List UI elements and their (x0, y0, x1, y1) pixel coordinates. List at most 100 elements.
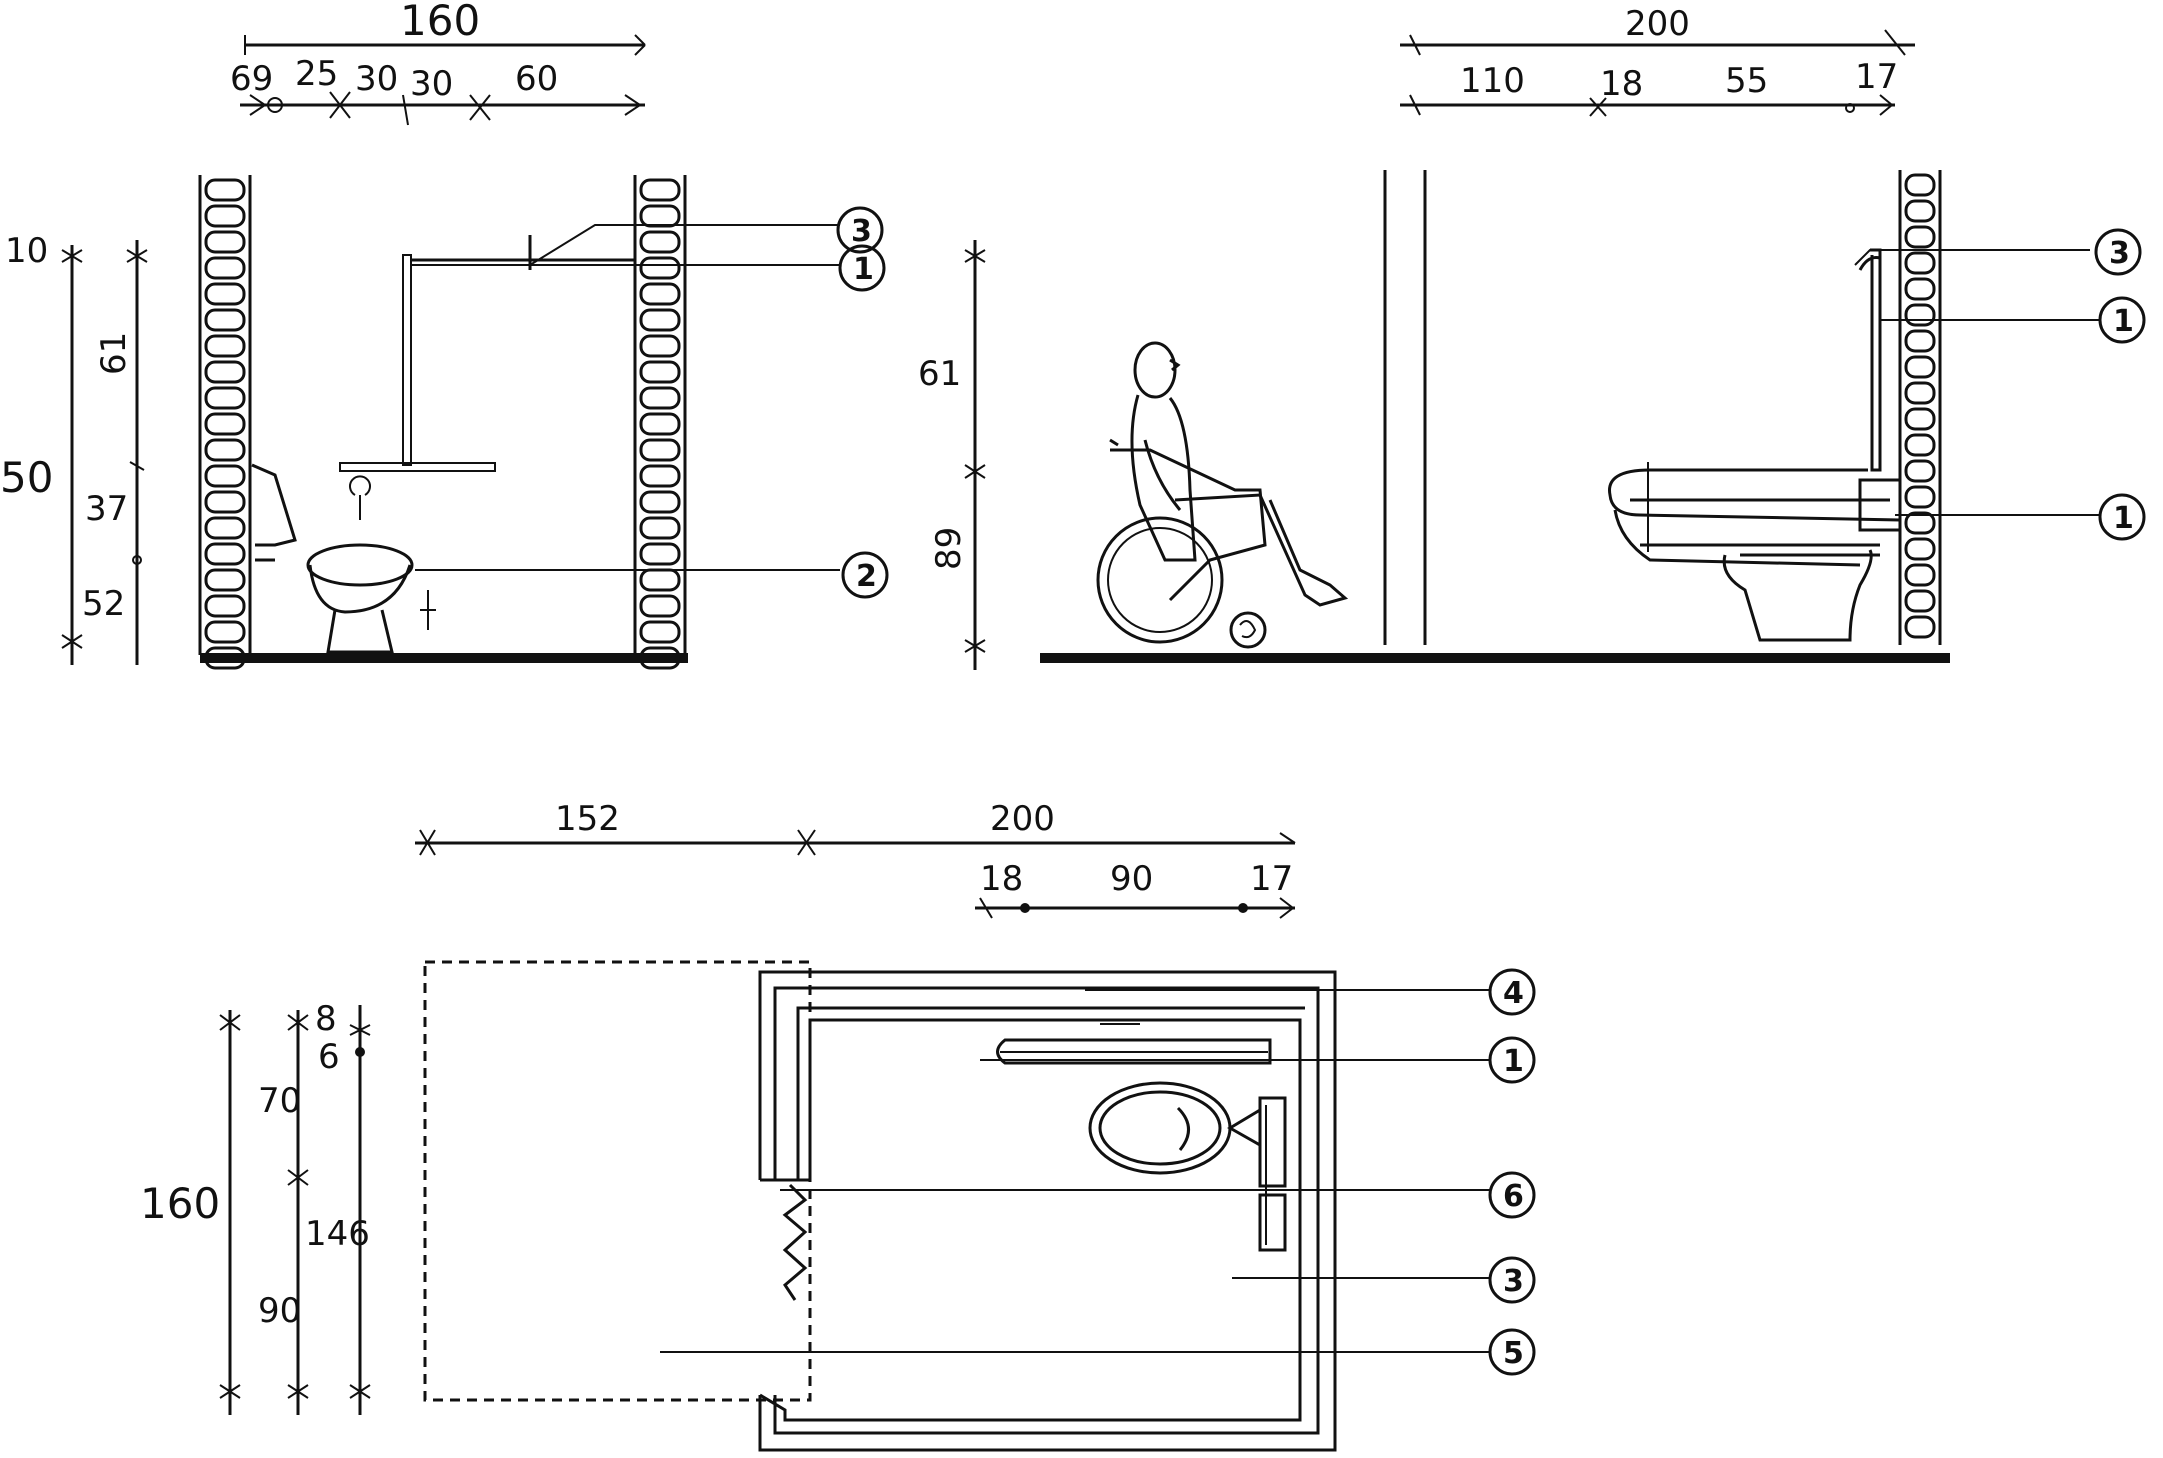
brick (639, 490, 681, 514)
dim-plan-left: 152 (555, 799, 620, 839)
dim-front-upper: 61 (918, 354, 961, 394)
brick (639, 464, 681, 488)
wheelchair-user (1096, 341, 1349, 649)
brick (639, 620, 681, 644)
brick (639, 516, 681, 540)
callout-6-plan: 6 (1488, 1171, 1536, 1219)
plan-view: 152 200 18 90 17 (140, 799, 1536, 1452)
dim-side-a: 69 (230, 59, 273, 99)
brick (204, 334, 246, 358)
brick (1904, 589, 1936, 613)
dim-plan-c: 17 (1250, 859, 1293, 899)
svg-text:1: 1 (2113, 304, 2134, 339)
svg-text:3: 3 (2109, 236, 2130, 271)
right-brick-wall (633, 175, 687, 670)
dim-side-top-small: 10 (5, 231, 48, 271)
dim-front-total: 200 (1625, 4, 1690, 44)
brick (204, 386, 246, 410)
dim-side-d: 30 (410, 64, 453, 104)
callout-1-side: 1 (838, 244, 886, 292)
brick (204, 620, 246, 644)
brick (639, 256, 681, 280)
brick (204, 412, 246, 436)
dim-plan-a: 18 (980, 859, 1023, 899)
svg-text:6: 6 (1503, 1179, 1524, 1214)
brick (1904, 225, 1936, 249)
dim-plan-b: 90 (1110, 859, 1153, 899)
svg-text:2: 2 (856, 559, 877, 594)
brick (204, 490, 246, 514)
brick (204, 594, 246, 618)
brick (639, 438, 681, 462)
brick (1904, 459, 1936, 483)
brick (204, 516, 246, 540)
dim-side-lower: 52 (82, 584, 125, 624)
brick (1904, 173, 1936, 197)
brick (204, 464, 246, 488)
brick (204, 256, 246, 280)
dim-side-middle: 37 (85, 489, 128, 529)
brick (204, 282, 246, 306)
dim-front-d: 17 (1855, 57, 1898, 97)
brick (639, 334, 681, 358)
brick (639, 230, 681, 254)
toilet-plan (1088, 1081, 1287, 1252)
brick (639, 204, 681, 228)
toilet-front (1608, 248, 1902, 642)
brick (1904, 511, 1936, 535)
brick (204, 308, 246, 332)
dim-side-c: 30 (355, 59, 398, 99)
plan-grab-bar (996, 1023, 1272, 1065)
grab-bar (339, 254, 635, 472)
brick (204, 230, 246, 254)
dim-plan-v70: 70 (258, 1081, 301, 1121)
callout-1-plan: 1 (1488, 1036, 1536, 1084)
brick (204, 360, 246, 384)
brick (639, 308, 681, 332)
side-elevation: 160 69 25 30 30 60 (0, 0, 889, 670)
callout-3-plan: 3 (1488, 1256, 1536, 1304)
brick (1904, 277, 1936, 301)
brick (639, 386, 681, 410)
brick (1904, 563, 1936, 587)
brick (1904, 433, 1936, 457)
dim-front-a: 110 (1460, 61, 1525, 101)
callout-1-front-lower: 1 (2098, 493, 2146, 541)
dim-side-e: 60 (515, 59, 558, 99)
svg-text:3: 3 (1503, 1264, 1524, 1299)
dim-plan-v6: 6 (318, 1037, 340, 1077)
dim-plan-right: 200 (990, 799, 1055, 839)
brick (639, 568, 681, 592)
callout-4-plan: 4 (1488, 968, 1536, 1016)
toilet-side (251, 463, 436, 654)
svg-text:3: 3 (851, 214, 872, 249)
dim-side-b: 25 (295, 54, 338, 94)
brick (1904, 355, 1936, 379)
brick (1904, 303, 1936, 327)
brick (639, 542, 681, 566)
front-brick-wall (1898, 170, 1942, 645)
brick (204, 178, 246, 202)
dim-front-c: 55 (1725, 61, 1768, 101)
callout-5-plan: 5 (1488, 1328, 1536, 1376)
brick (639, 594, 681, 618)
brick (1904, 407, 1936, 431)
front-elevation: 200 110 18 55 17 (918, 4, 2146, 670)
brick (1904, 381, 1936, 405)
dim-plan-v146: 146 (305, 1214, 370, 1254)
brick (204, 204, 246, 228)
svg-text:1: 1 (2113, 501, 2134, 536)
svg-text:1: 1 (1503, 1044, 1524, 1079)
brick (1904, 485, 1936, 509)
brick (204, 542, 246, 566)
dim-plan-total: 160 (140, 1179, 220, 1228)
brick (1904, 199, 1936, 223)
dim-plan-v90: 90 (258, 1291, 301, 1331)
brick (204, 438, 246, 462)
dim-front-b: 18 (1600, 64, 1643, 104)
left-brick-wall (198, 175, 252, 670)
svg-text:5: 5 (1503, 1336, 1524, 1371)
svg-text:1: 1 (853, 252, 874, 287)
callout-3-side: 3 (836, 206, 884, 254)
